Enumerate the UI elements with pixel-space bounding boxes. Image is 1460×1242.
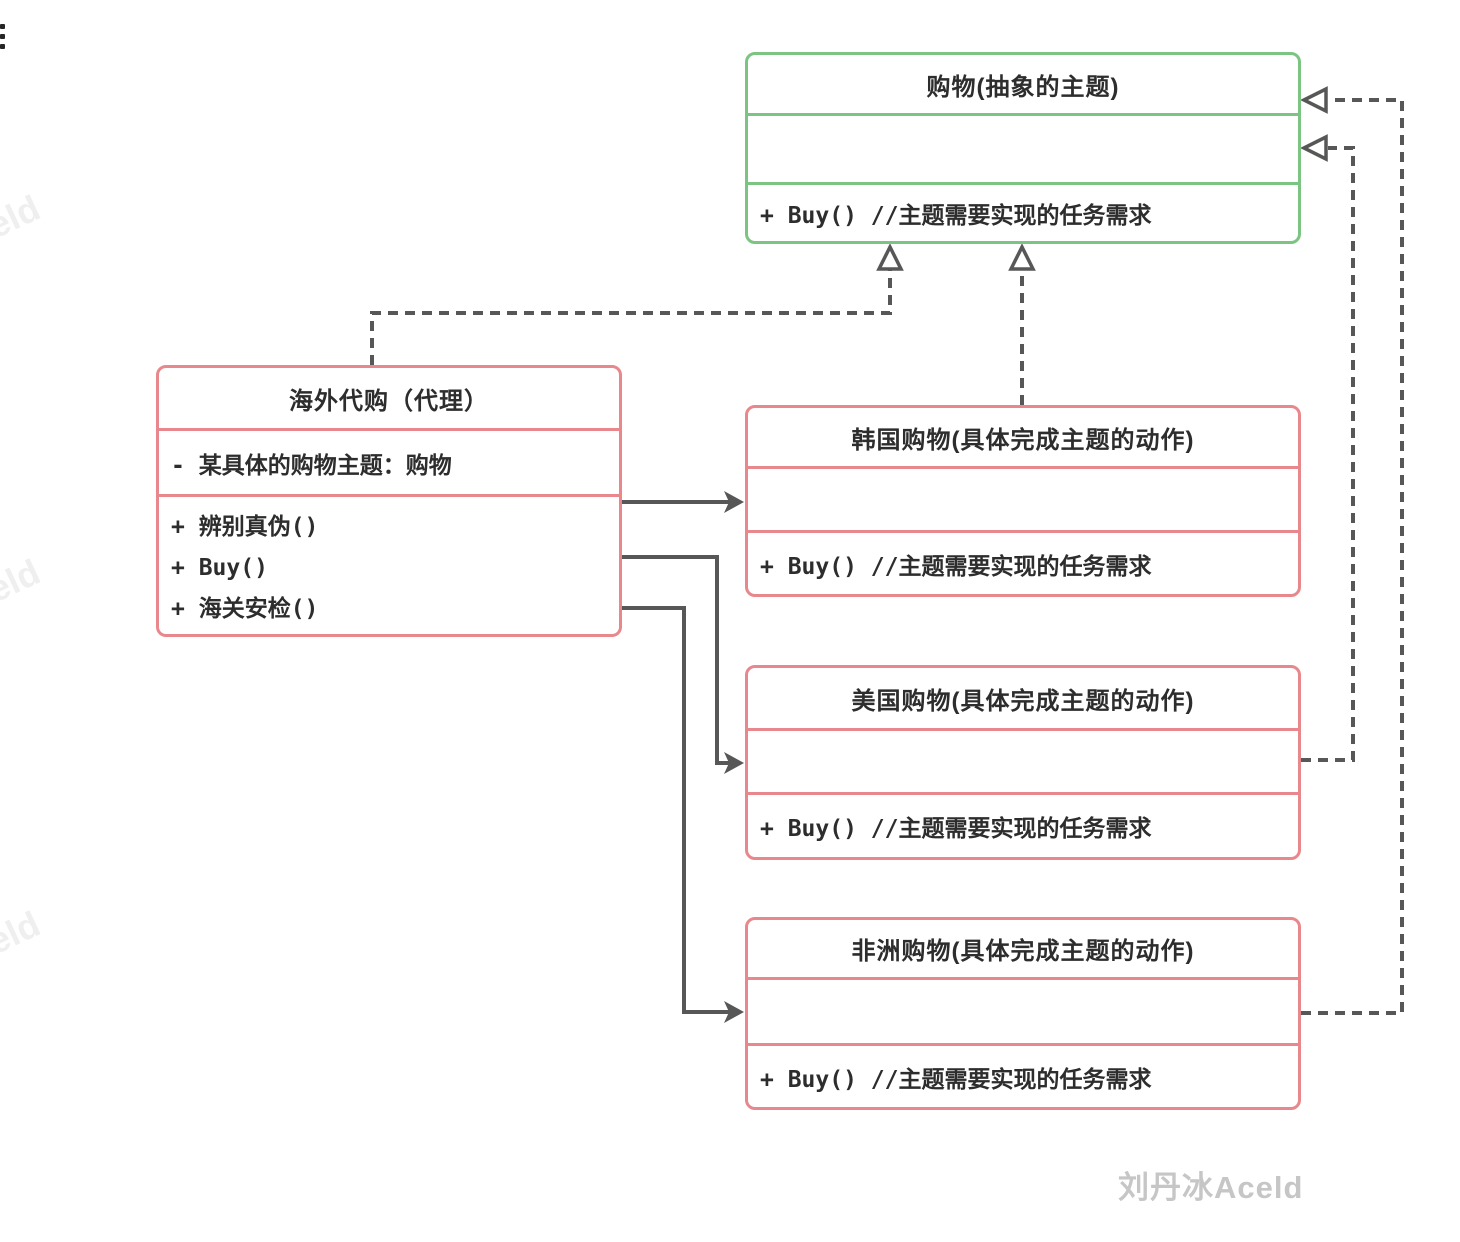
class-method: + Buy() //主题需要实现的任务需求 [748, 792, 1298, 857]
edge-usa-to-abstract-dashed [1301, 146, 1355, 762]
class-title: 非洲购物(具体完成主题的动作) [851, 938, 1195, 965]
class-title: 美国购物(具体完成主题的动作) [851, 687, 1195, 715]
class-attributes-empty [748, 113, 1298, 182]
class-box-korea: 韩国购物(具体完成主题的动作) + Buy() //主题需要实现的任务需求 [745, 405, 1301, 597]
class-method: + Buy() //主题需要实现的任务需求 [748, 182, 1298, 241]
class-title: 韩国购物(具体完成主题的动作) [851, 426, 1195, 454]
class-attributes-empty [748, 728, 1298, 792]
class-method: + 海关安检() [171, 596, 319, 622]
watermark-fragment: eld [0, 186, 47, 247]
triangle-arrowhead-usa [1300, 134, 1328, 162]
arrowhead-usa [724, 752, 744, 774]
class-attributes-empty [748, 977, 1298, 1043]
triangle-arrowhead-proxy [876, 243, 904, 271]
arrowhead-korea [724, 491, 744, 513]
arrowhead-africa [724, 1001, 744, 1023]
class-box-africa: 非洲购物(具体完成主题的动作) + Buy() //主题需要实现的任务需求 [745, 917, 1301, 1110]
edge-africa-to-abstract-dashed [1301, 98, 1404, 1015]
triangle-arrowhead-africa [1300, 86, 1328, 114]
author-watermark: 刘丹冰Aceld [1118, 1170, 1304, 1205]
edge-proxy-to-africa [622, 606, 736, 1014]
edge-proxy-to-usa [622, 555, 736, 765]
class-attribute: - 某具体的购物主题：购物 [159, 428, 619, 494]
class-title: 海外代购（代理） [289, 387, 489, 415]
dot [0, 24, 5, 29]
class-method: + Buy() //主题需要实现的任务需求 [748, 530, 1298, 594]
class-methods: + 辨别真伪() + Buy() + 海关安检() [159, 494, 619, 634]
class-attributes-empty [748, 466, 1298, 530]
class-box-abstract-subject: 购物(抽象的主题) + Buy() //主题需要实现的任务需求 [745, 52, 1301, 244]
watermark-fragment: eld [0, 550, 47, 611]
dot [0, 44, 5, 49]
triangle-arrowhead-korea [1008, 243, 1036, 271]
class-box-usa: 美国购物(具体完成主题的动作) + Buy() //主题需要实现的任务需求 [745, 665, 1301, 860]
edge-proxy-to-abstract-dashed [370, 270, 892, 365]
kebab-menu-icon[interactable] [0, 24, 5, 49]
watermark-fragment: eld [0, 902, 47, 963]
class-method: + Buy() [171, 555, 268, 581]
class-box-proxy: 海外代购（代理） - 某具体的购物主题：购物 + 辨别真伪() + Buy() … [156, 365, 622, 637]
class-method: + 辨别真伪() [171, 514, 319, 540]
class-title: 购物(抽象的主题) [926, 73, 1120, 101]
dot [0, 34, 5, 39]
class-method: + Buy() //主题需要实现的任务需求 [748, 1043, 1298, 1107]
